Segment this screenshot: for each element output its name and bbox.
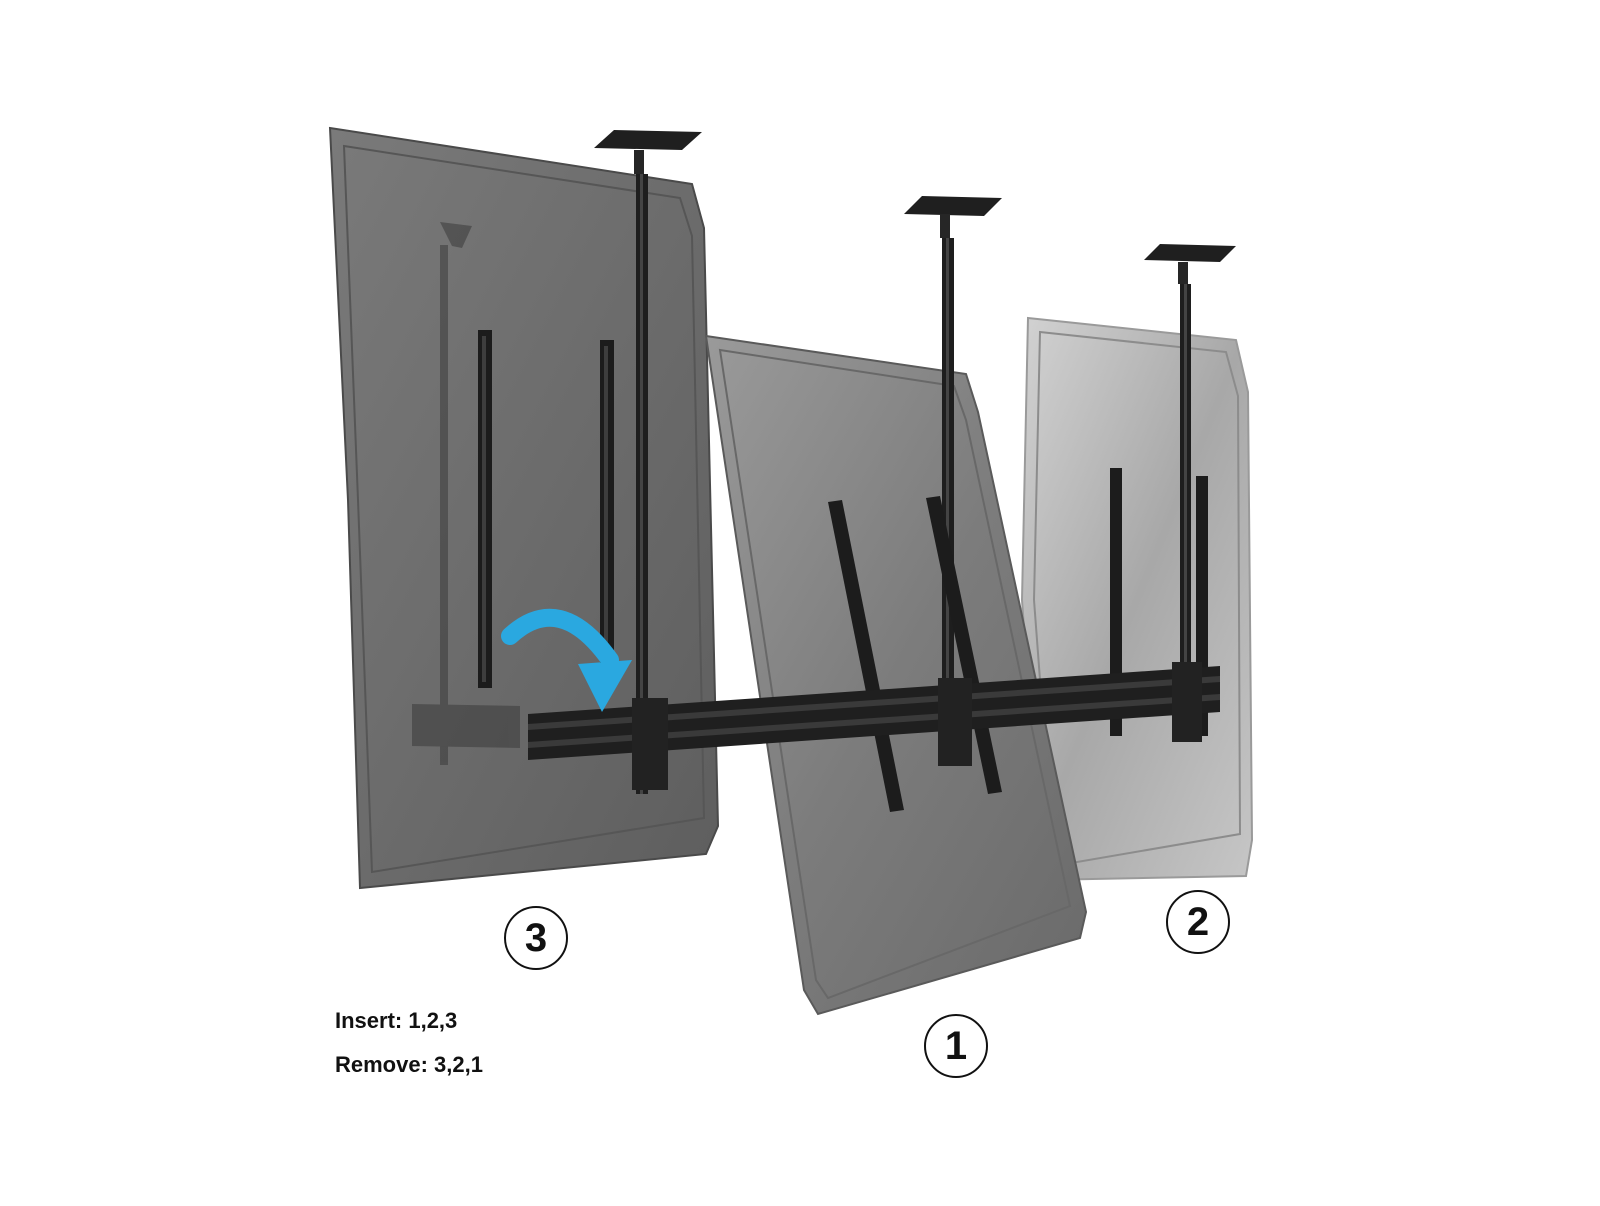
display-panel-3 xyxy=(328,126,720,890)
step-number: 3 xyxy=(524,915,548,960)
step-3-badge: 3 xyxy=(504,906,568,970)
step-number: 1 xyxy=(944,1023,968,1068)
arm-panel-2-left xyxy=(1110,468,1122,736)
horizontal-rail xyxy=(528,662,1220,790)
hardware-shadow xyxy=(412,222,520,765)
curved-arrow-icon xyxy=(501,608,632,712)
insert-order-text: Insert: 1,2,3 xyxy=(335,1008,458,1033)
ceiling-pole-middle xyxy=(904,196,1002,756)
step-1-badge: 1 xyxy=(924,1014,988,1078)
ceiling-pole-left xyxy=(594,130,702,794)
step-2-badge: 2 xyxy=(1166,890,1230,954)
step-number: 2 xyxy=(1186,899,1210,944)
remove-order-text: Remove: 3,2,1 xyxy=(335,1052,483,1077)
ceiling-pole-right xyxy=(1144,244,1236,740)
arm-panel-3-left xyxy=(478,330,492,688)
arm-panel-3-right xyxy=(600,340,614,688)
